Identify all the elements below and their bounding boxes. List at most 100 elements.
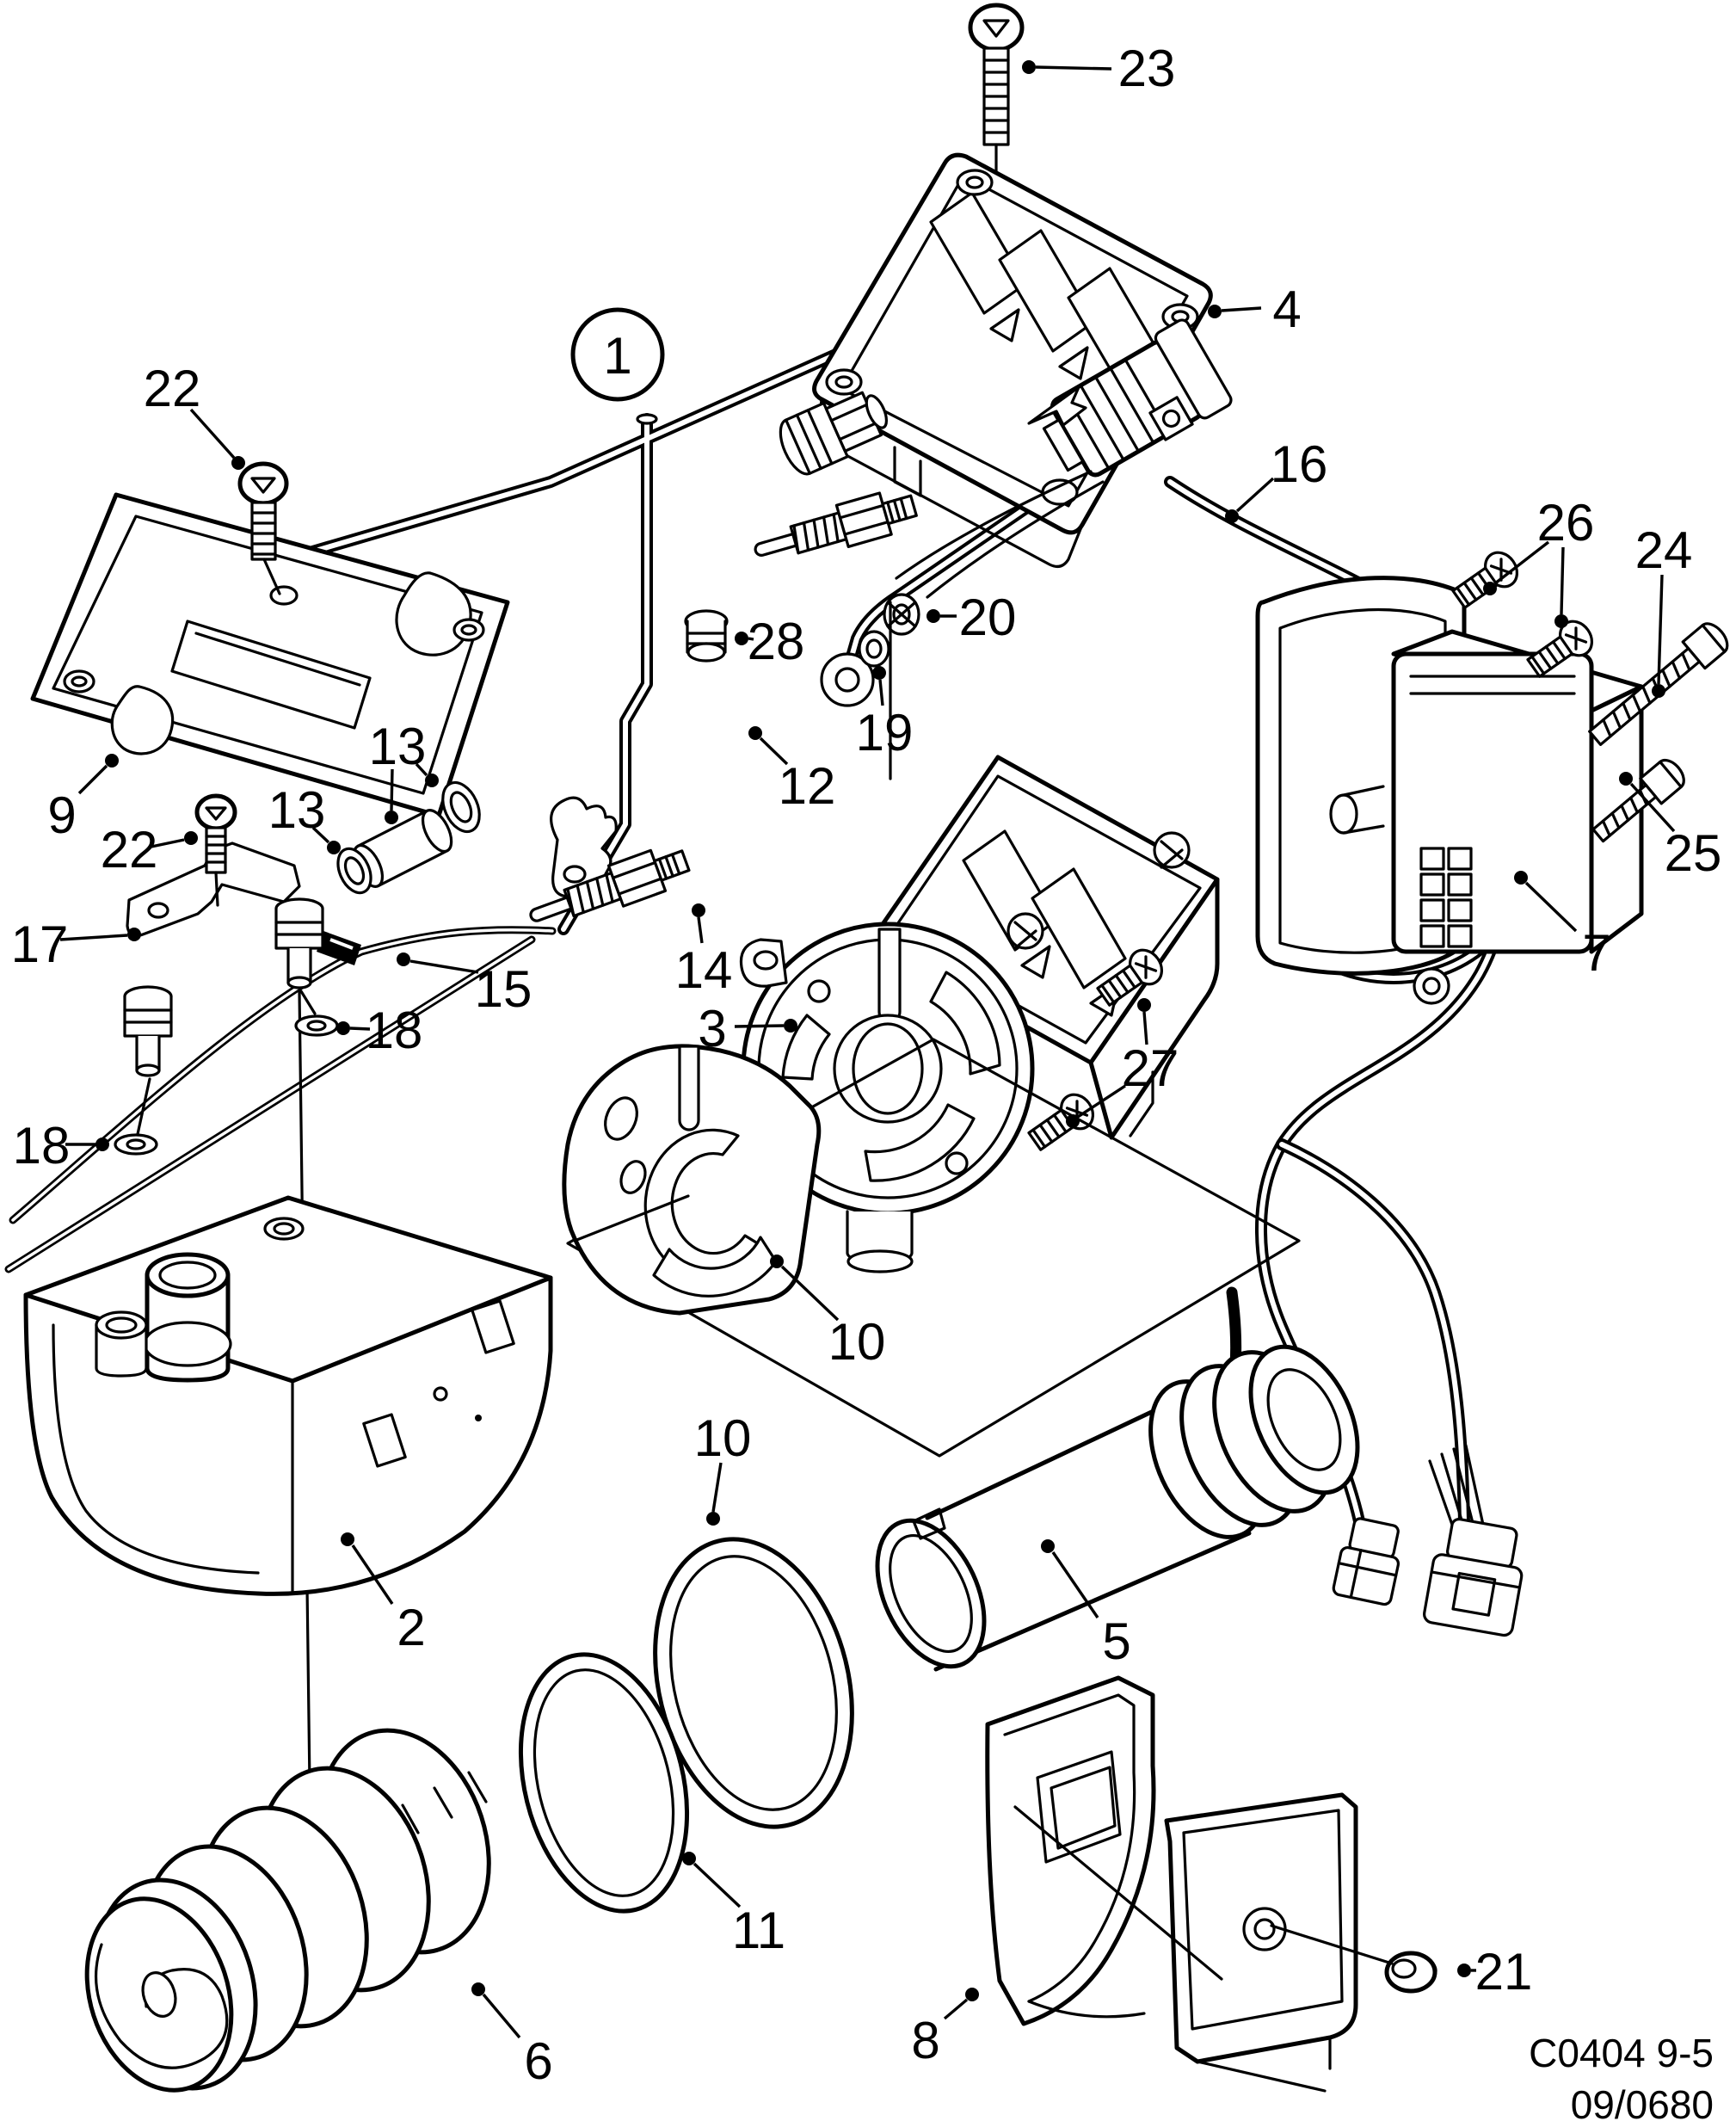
callout-5-label: 5 bbox=[1102, 1612, 1130, 1670]
intake-tube bbox=[875, 1344, 1360, 1672]
callout-11: 11 bbox=[682, 1852, 785, 1959]
callout-1-label: 1 bbox=[603, 327, 631, 385]
callout-10a-label: 10 bbox=[828, 1313, 886, 1371]
callout-4-label: 4 bbox=[1272, 281, 1301, 338]
bracket-17 bbox=[126, 842, 301, 938]
callout-11-label: 11 bbox=[732, 1902, 785, 1959]
mount-bracket-8 bbox=[985, 1675, 1358, 2093]
callout-15: 15 bbox=[397, 953, 532, 1018]
callout-3-label: 3 bbox=[698, 1000, 726, 1057]
support-rod bbox=[4, 926, 557, 1273]
assembly-arrow-icon bbox=[1027, 385, 1087, 427]
callout-17-label: 17 bbox=[11, 916, 69, 973]
bracket-cover-plate bbox=[1164, 1792, 1358, 2093]
callout-10b: 10 bbox=[694, 1409, 752, 1526]
mount-stud-line2 bbox=[136, 1077, 151, 1136]
callout-10b-label: 10 bbox=[694, 1409, 752, 1467]
callout-13b-label: 13 bbox=[268, 781, 326, 839]
callout-19-label: 19 bbox=[856, 704, 914, 761]
callout-18a: 18 bbox=[336, 1002, 422, 1059]
pump-fitting bbox=[779, 391, 889, 476]
eyelet-terminal bbox=[820, 652, 875, 707]
callout-8-label: 8 bbox=[911, 2012, 939, 2069]
callout-21-label: 21 bbox=[1475, 1943, 1533, 2001]
callout-13a-label: 13 bbox=[369, 718, 427, 775]
harness-connector-large bbox=[1423, 1518, 1524, 1637]
callout-23-label: 23 bbox=[1118, 40, 1176, 97]
callout-15-label: 15 bbox=[475, 960, 532, 1018]
callout-7: 7 bbox=[1514, 871, 1611, 982]
fork-clamp bbox=[550, 796, 618, 898]
callout-12: 12 bbox=[748, 726, 835, 815]
callout-16-label: 16 bbox=[1271, 435, 1328, 493]
bolt-25 bbox=[1591, 758, 1685, 843]
callout-25-label: 25 bbox=[1665, 824, 1722, 882]
revision-code: 09/0680 bbox=[1571, 2082, 1714, 2127]
callout-1: 1 bbox=[570, 307, 665, 402]
seal-ring-13a bbox=[441, 780, 481, 834]
callout-14: 14 bbox=[675, 903, 733, 999]
callout-7-label: 7 bbox=[1582, 924, 1610, 982]
callout-27-label: 27 bbox=[1122, 1039, 1179, 1097]
callout-12-label: 12 bbox=[779, 757, 836, 815]
callout-18b-label: 18 bbox=[13, 1117, 71, 1174]
exhaust-muffler bbox=[84, 1728, 491, 2093]
callout-24-label: 24 bbox=[1635, 521, 1693, 579]
callout-18a-label: 18 bbox=[366, 1002, 423, 1059]
callout-22b-label: 22 bbox=[101, 821, 158, 879]
callout-13a: 13 bbox=[369, 718, 439, 824]
screw-23 bbox=[968, 3, 1025, 184]
callout-6: 6 bbox=[471, 1982, 553, 2090]
callout-8: 8 bbox=[911, 1988, 979, 2069]
burner-housing bbox=[739, 601, 1220, 1273]
cable-tie-15 bbox=[317, 931, 361, 965]
callout-5: 5 bbox=[1041, 1539, 1131, 1670]
washer-18a bbox=[294, 1014, 339, 1037]
o-ring-10b bbox=[653, 1537, 854, 1829]
control-unit bbox=[1255, 576, 1644, 1005]
callout-21: 21 bbox=[1457, 1943, 1532, 2001]
coolant-stub-small bbox=[95, 1310, 148, 1378]
screw-27b bbox=[1023, 1087, 1101, 1158]
callout-17: 17 bbox=[11, 916, 141, 973]
callout-14-label: 14 bbox=[675, 941, 733, 999]
callout-26-label: 26 bbox=[1537, 494, 1595, 552]
callout-22b: 22 bbox=[101, 821, 198, 879]
callout-26: 26 bbox=[1483, 494, 1594, 628]
bolt-24 bbox=[1588, 622, 1729, 746]
grommet-28 bbox=[684, 609, 729, 663]
callout-2-label: 2 bbox=[397, 1599, 425, 1656]
screw-22b bbox=[194, 793, 237, 907]
callout-23: 23 bbox=[1022, 40, 1175, 97]
callout-20: 20 bbox=[926, 589, 1016, 646]
callout-20-label: 20 bbox=[959, 589, 1017, 646]
glow-plug-wires bbox=[895, 470, 1105, 599]
callout-16: 16 bbox=[1225, 435, 1327, 523]
pin-grid bbox=[1419, 847, 1473, 948]
o-ring-11 bbox=[518, 1652, 690, 1914]
coolant-stub-large bbox=[143, 1252, 232, 1383]
harness-connector-block bbox=[1042, 318, 1233, 478]
harness-connector-small bbox=[1332, 1517, 1400, 1606]
callout-4: 4 bbox=[1208, 281, 1302, 338]
callout-19: 19 bbox=[856, 666, 914, 761]
callout-13b: 13 bbox=[268, 781, 341, 854]
callout-9-label: 9 bbox=[47, 786, 76, 844]
callout-22a-label: 22 bbox=[144, 360, 201, 417]
callout-28: 28 bbox=[735, 613, 804, 670]
callout-3: 3 bbox=[698, 1000, 797, 1057]
mount-stud-line bbox=[299, 990, 317, 1015]
callout-25: 25 bbox=[1619, 772, 1721, 882]
gasket-plate-10 bbox=[562, 1044, 822, 1316]
callout-28-label: 28 bbox=[748, 613, 805, 670]
callout-2: 2 bbox=[341, 1532, 426, 1656]
callout-27: 27 bbox=[1066, 998, 1179, 1128]
washer-18b bbox=[114, 1133, 158, 1156]
rubber-mount-lower bbox=[123, 985, 173, 1077]
nut-20 bbox=[883, 593, 920, 636]
callout-10a: 10 bbox=[770, 1255, 885, 1371]
heater-body bbox=[23, 1195, 553, 1596]
seal-ring-13b bbox=[336, 847, 372, 895]
glow-plug-12 bbox=[748, 484, 921, 573]
